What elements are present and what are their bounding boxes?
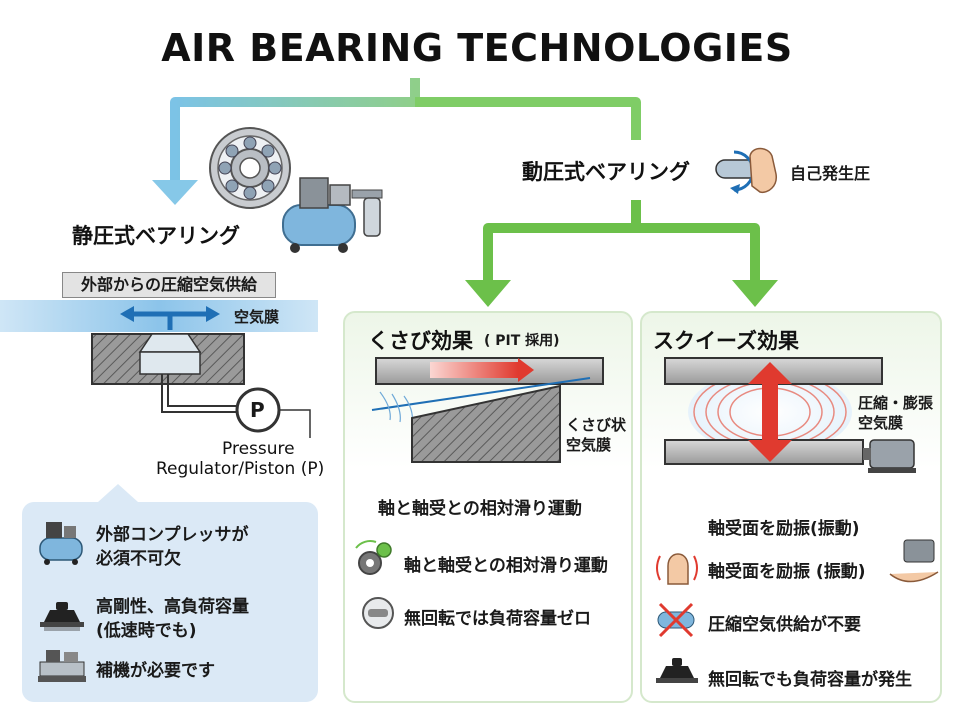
squeeze-feature-vibration: 軸受面を励振 (振動) [708,562,866,582]
wedge-diagram [371,357,604,463]
compressor-small-icon [39,522,83,565]
squeeze-diagram [664,357,916,473]
gears-icon [355,540,392,575]
bearing-zero-icon [362,597,394,629]
feature-compressor-line1: 外部コンプレッサが [96,525,249,545]
wedge-summary: 軸と軸受との相対滑り運動 [378,499,582,519]
air-film-label: 空気膜 [234,308,280,326]
branch-arrows [152,78,778,307]
pressure-label-2: Regulator/Piston (P) [156,459,325,479]
motor-hand-icon [889,539,939,583]
rotating-shaft-hand-icon [715,147,777,194]
flow-arrows [120,306,220,330]
feature-aux-equipment: 補機が必要です [96,661,215,681]
pressure-gauge-icon [235,387,311,438]
arrow-head-squeeze [732,280,778,307]
feature-stiffness-line2: (低速時でも) [96,621,197,641]
static-bearing-heading: 静圧式ベアリング [72,224,240,248]
squeeze-film-label-1: 圧縮・膨張 [858,394,934,412]
wedge-film-label-2: 空気膜 [566,436,612,454]
feature-stiffness-line1: 高剛性、高負荷容量 [96,597,249,617]
no-air-supply-small-icon [657,602,695,638]
pressure-label-1: Pressure [222,439,295,459]
feature-compressor-line2: 必須不可欠 [96,549,181,569]
wedge-film-label-1: くさび状 [566,416,627,434]
squeeze-feature-load: 無回転でも負荷容量が発生 [708,670,912,690]
page-title: AIR BEARING TECHNOLOGIES [161,26,793,70]
wedge-note: ( PIT 採用) [484,333,560,349]
squeeze-film-label-2: 空気膜 [858,414,904,432]
wedge-feature-sliding: 軸と軸受との相対滑り運動 [404,556,608,576]
weight-small-icon [40,602,84,631]
arrow-head-static [152,180,198,205]
self-pressure-label: 自己発生圧 [790,164,871,183]
supply-label: 外部からの圧縮空気供給 [62,272,276,298]
compressor-icon [282,177,383,253]
squeeze-feature-no-supply: 圧縮空気供給が不要 [708,615,861,635]
vibrating-hand-small-icon [656,553,698,585]
ball-bearing-icon [209,127,291,209]
squeeze-summary: 軸受面を励振(振動) [708,519,860,539]
arrow-head-wedge [465,280,511,307]
wedge-heading: くさび効果 [368,329,473,353]
gauge-letter: P [250,398,265,422]
motor-icon [863,439,916,473]
callout-pointer [98,484,138,502]
wedge-feature-zero-load: 無回転では負荷容量ゼロ [404,609,591,629]
static-bearing-section [91,333,245,413]
dynamic-bearing-heading: 動圧式ベアリング [522,160,690,184]
weight-small-icon-2 [656,658,698,683]
squeeze-heading: スクイーズ効果 [653,329,799,353]
aux-equipment-small-icon [38,650,86,682]
